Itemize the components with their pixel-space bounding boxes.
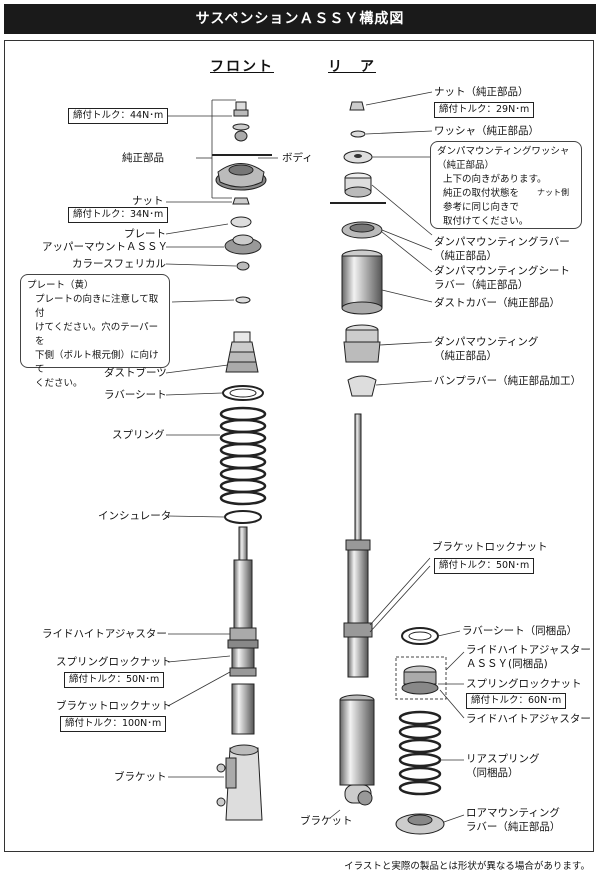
front-collar-spherical [236, 261, 250, 271]
front-insulator [224, 510, 262, 524]
rear-lower-mount-rubber [395, 813, 445, 835]
label-rear-damper-mount: ダンパマウンティング [434, 336, 539, 348]
label-dust-boot: ダストブーツ [104, 367, 167, 379]
label-front-plate: プレート [124, 228, 166, 240]
header-rear: リ ア [328, 59, 376, 75]
header-front: フロント [210, 59, 274, 75]
label-rear-nut: ナット（純正部品） [434, 86, 529, 98]
washer-note-title: ダンパマウンティングワッシャ [437, 146, 570, 157]
rear-spring [398, 710, 442, 796]
label-genuine-part: 純正部品 [122, 152, 164, 164]
rear-nut [349, 101, 365, 111]
page-title: サスペンションＡＳＳＹ構成図 [195, 11, 405, 27]
front-plate-small [235, 296, 251, 304]
rear-damper-mount [343, 324, 381, 363]
label-rear-ride-height: ライドハイトアジャスター [466, 644, 591, 656]
label-rear-spring: リアスプリング [466, 753, 540, 765]
label-rear-damper-mount-sub: （純正部品） [434, 350, 497, 362]
label-bracket-lock-nut: ブラケットロックナット [56, 700, 172, 712]
plate-note-line-2: けてください。穴のテーパーを [35, 322, 159, 347]
front-nut [232, 197, 250, 205]
label-ride-height-adjuster: ライドハイトアジャスター [42, 628, 167, 640]
label-rear-bump-rubber: バンプラバー（純正部品加工） [434, 375, 582, 387]
diagram-frame [4, 40, 594, 852]
plate-note-line-3: 下側（ボルト根元側）に向けて [35, 350, 159, 375]
label-rear-spring-lock-nut: スプリングロックナット [466, 678, 582, 690]
label-body: ボディ [282, 152, 313, 164]
front-damper [227, 526, 259, 735]
label-rear-lower-mount-sub: ラバー（純正部品） [466, 821, 561, 833]
front-torque-nut: 締付トルク：34N･m [68, 207, 169, 223]
label-rear-ride-height-2: ライドハイトアジャスター [466, 713, 591, 725]
label-front-bracket: ブラケット [114, 771, 167, 783]
rear-mount-washer [343, 150, 373, 164]
washer-note-arrow-label: ナット側 [537, 188, 569, 197]
plate-note-line-4: ください。 [35, 378, 83, 389]
rear-ride-height-adjuster [401, 665, 439, 695]
title-bar: サスペンションＡＳＳＹ構成図 [4, 4, 596, 34]
label-rear-lower-mount: ロアマウンティング [466, 807, 560, 819]
front-torque-bracket-lock: 締付トルク：100N･m [60, 716, 167, 732]
front-torque-top: 締付トルク：44N･m [68, 108, 169, 124]
rear-damper [343, 413, 373, 678]
rear-adjuster-dashed-box [395, 656, 447, 700]
label-rubber-sheet: ラバーシート [104, 389, 167, 401]
label-insulator: インシュレータ [98, 510, 172, 522]
washer-note-box: ダンパマウンティングワッシャ （純正部品） 上下の向きがあります。 純正の取付状… [430, 141, 582, 229]
rear-torque-bracket-lock: 締付トルク：50N･m [434, 558, 535, 574]
rear-torque-spring-lock: 締付トルク：60N･m [466, 693, 567, 709]
label-rear-mount-rubber-sub: （純正部品） [434, 250, 497, 262]
label-rear-rubber-sheet: ラバーシート（同梱品） [462, 625, 578, 637]
rear-mount-rubber-top [344, 172, 372, 198]
washer-note-line-1: 上下の向きがあります。 [443, 174, 547, 185]
rear-torque-nut: 締付トルク：29N･m [434, 102, 535, 118]
rear-bracket [339, 694, 375, 806]
front-rubber-sheet [222, 385, 264, 401]
front-spring [219, 406, 267, 506]
label-front-nut: ナット [132, 195, 164, 207]
plate-note-title: プレート（黄） [27, 280, 94, 291]
plate-note-line-1: プレートの向きに注意して取付 [35, 294, 159, 319]
front-dust-boot [225, 331, 259, 373]
front-upper-genuine-mount [215, 163, 267, 191]
front-top-washer [232, 123, 250, 142]
label-rear-bracket: ブラケット [300, 815, 353, 827]
washer-note-line-2: 純正の取付状態を [443, 188, 520, 199]
leader-lines [164, 91, 465, 823]
front-torque-spring-lock: 締付トルク：50N･m [64, 672, 165, 688]
front-top-nut [233, 101, 249, 117]
label-rear-ride-height-sub: ＡＳＳＹ(同梱品) [466, 658, 548, 670]
washer-note-line-4: 取付けてください。 [443, 216, 529, 227]
rear-bump-rubber [347, 375, 377, 397]
label-upper-mount: アッパーマウントＡＳＳＹ [42, 241, 168, 253]
rear-dust-cover [341, 249, 383, 315]
label-spring: スプリング [112, 429, 165, 441]
front-upper-mount-assy [224, 234, 262, 255]
washer-note-line-3: 参考に同じ向きで [443, 202, 520, 213]
rear-mount-seat-rubber [341, 221, 383, 239]
washer-note-sub: （純正部品） [437, 160, 495, 171]
label-rear-dust-cover: ダストカバー（純正部品） [434, 297, 560, 309]
rear-washer [350, 130, 366, 138]
label-collar-spherical: カラースフェリカル [72, 258, 166, 270]
label-rear-bracket-lock-nut: ブラケットロックナット [432, 541, 548, 553]
label-rear-mount-seat-sub: ラバー（純正部品） [434, 279, 529, 291]
footer-disclaimer: イラストと実際の製品とは形状が異なる場合があります。 [344, 861, 590, 872]
label-rear-washer: ワッシャ（純正部品） [434, 125, 539, 137]
front-plate [230, 216, 252, 228]
plate-note-box: プレート（黄） プレートの向きに注意して取付 けてください。穴のテーパーを 下側… [20, 274, 170, 389]
label-spring-lock-nut: スプリングロックナット [56, 656, 172, 668]
label-rear-mount-rubber: ダンパマウンティングラバー [434, 236, 570, 248]
label-rear-spring-sub: （同梱品） [466, 767, 519, 779]
front-bracket [216, 744, 263, 821]
label-rear-mount-seat: ダンパマウンティングシート [434, 265, 570, 277]
rear-rubber-sheet [401, 627, 439, 645]
